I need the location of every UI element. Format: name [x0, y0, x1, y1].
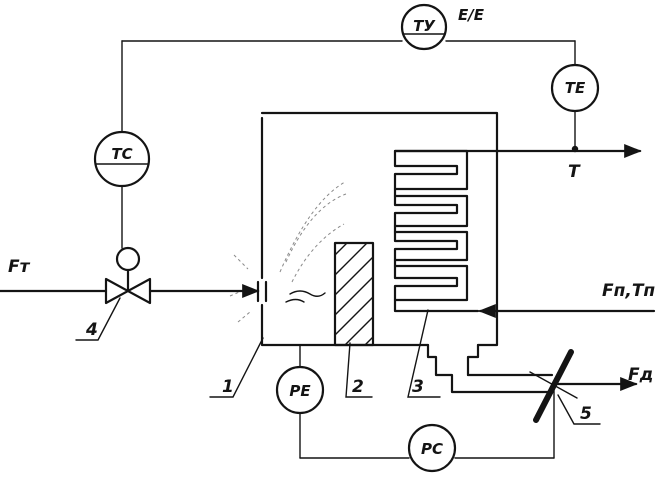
- coil-inner: [393, 149, 499, 302]
- refractory-wall: [333, 241, 375, 347]
- signal-type-label: E/E: [458, 6, 485, 24]
- process-pipes: [0, 143, 656, 319]
- valve-actuator: [115, 246, 141, 272]
- damper-blade: [533, 349, 574, 423]
- flue-duct: [426, 343, 554, 394]
- flame-wave-2: [285, 298, 305, 303]
- fuel-control-valve: [104, 246, 152, 305]
- callout-leader-1: [209, 337, 264, 398]
- pe-circle: [275, 365, 325, 415]
- outlet-temperature-label: T: [568, 162, 581, 182]
- callout-leader-2: [345, 342, 373, 398]
- callout-4: 4: [85, 320, 98, 340]
- damper-axis: [529, 371, 578, 399]
- fuel-flow-label: Fт: [8, 257, 31, 277]
- flue-damper: [529, 349, 578, 423]
- burner-spray: [229, 254, 251, 323]
- tc-circle: [93, 130, 151, 188]
- instrument-pe: PE: [275, 365, 325, 415]
- callout-1: 1: [222, 377, 234, 397]
- instrument-ty: ТУ: [400, 3, 448, 51]
- ty-circle: [400, 3, 448, 51]
- te-circle: [550, 63, 600, 113]
- flue-outlet: [426, 343, 638, 394]
- callout-leader-4: [75, 297, 121, 341]
- callout-leader-5: [557, 394, 601, 425]
- te-label: TE: [565, 79, 586, 97]
- callout-leader-3: [407, 309, 441, 398]
- flue-flow-label: Fд: [628, 365, 653, 385]
- tc-label: TC: [111, 145, 132, 163]
- wall-hatching: [335, 243, 373, 345]
- flame-arc-3: [291, 223, 345, 283]
- coil-outer: [393, 149, 480, 313]
- callout-5: 5: [580, 404, 592, 424]
- pe-label: PE: [289, 382, 311, 400]
- instrument-tc: TC: [93, 130, 151, 188]
- callout-2: 2: [352, 377, 364, 397]
- pc-label: PC: [421, 440, 443, 458]
- ty-label: ТУ: [413, 17, 436, 35]
- signal-lines: [121, 40, 579, 459]
- wall-outline: [333, 241, 375, 347]
- instrument-pc: PC: [407, 423, 457, 473]
- flame-wave-1: [289, 290, 326, 297]
- feed-flow-label: Fп,Tп: [602, 281, 655, 301]
- flame-arc-2: [285, 193, 347, 263]
- flame-arc-1: [279, 181, 346, 273]
- callout-leaders: [75, 297, 601, 425]
- pc-circle: [407, 423, 457, 473]
- burner: [229, 181, 347, 323]
- valve-body: [104, 277, 152, 305]
- callout-3: 3: [412, 377, 424, 397]
- temperature-sensor-point: [571, 145, 579, 153]
- heat-exchanger-coil: [393, 149, 499, 313]
- instrument-te: TE: [550, 63, 600, 113]
